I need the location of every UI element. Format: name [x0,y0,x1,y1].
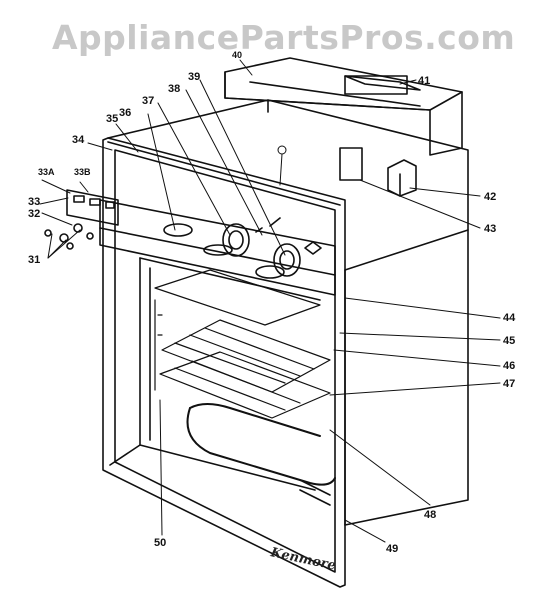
label-50: 50 [154,537,166,549]
knob-parts [44,223,94,250]
label-46: 46 [503,360,515,372]
watermark: AppliancePartsPros.com [52,18,516,57]
label-41: 41 [418,75,430,87]
oven-cabinet [107,99,469,526]
label-37: 37 [142,95,154,107]
label-44: 44 [503,312,516,324]
label-43: 43 [484,223,496,235]
label-33b: 33B [74,167,91,177]
label-36: 36 [119,107,131,119]
oven-cavity [109,257,321,491]
label-49: 49 [386,543,398,555]
label-33: 33 [28,196,40,208]
label-48: 48 [424,509,436,521]
label-39: 39 [188,71,200,83]
label-47: 47 [503,378,515,390]
clock-module [66,189,119,226]
label-31: 31 [28,254,40,266]
switch-parts [339,147,417,197]
label-45: 45 [503,335,515,347]
bake-element [186,403,336,486]
label-35: 35 [106,113,118,125]
callout-labels: 31 32 33 33A 33B 34 35 36 37 38 39 40 41… [28,50,516,555]
control-panel [99,199,336,296]
door-frame [102,137,346,588]
label-33a: 33A [38,167,55,177]
oven-racks [154,269,331,419]
top-control-box [224,57,463,156]
label-34: 34 [72,134,85,146]
label-38: 38 [168,83,180,95]
label-32: 32 [28,208,40,220]
label-42: 42 [484,191,496,203]
leader-lines [39,59,501,543]
label-40: 40 [232,50,242,60]
door-bottom [299,479,331,506]
